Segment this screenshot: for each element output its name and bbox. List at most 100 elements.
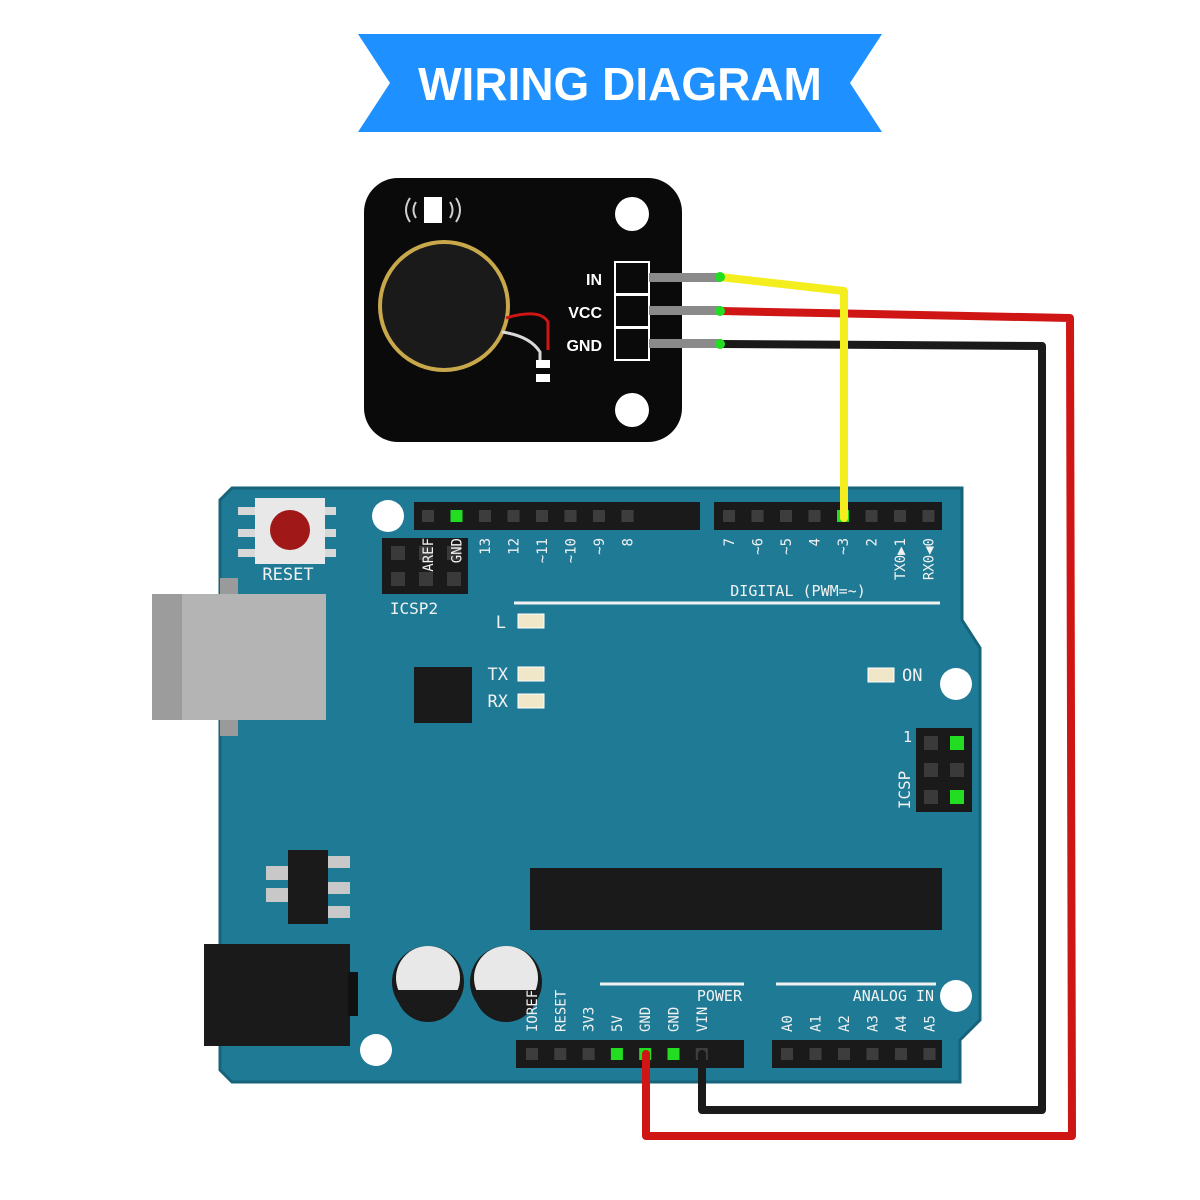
- mounting-hole: [360, 1034, 392, 1066]
- header-pin: [866, 1048, 879, 1060]
- analog-label: ANALOG IN: [853, 987, 934, 1005]
- voltage-regulator: [266, 850, 350, 924]
- banner-title: WIRING DIAGRAM: [418, 58, 822, 110]
- pin-label: 4: [808, 538, 824, 546]
- icsp-header: [916, 728, 972, 812]
- pin-label: ~5: [779, 538, 795, 555]
- digital-label: DIGITAL (PWM=~): [730, 582, 865, 600]
- analog-header: [772, 1040, 942, 1068]
- header-pin: [610, 1048, 623, 1060]
- header-pin: [507, 510, 520, 522]
- header-pin: [809, 1048, 822, 1060]
- pin-label: A5: [923, 1015, 939, 1032]
- header-pin: [723, 510, 735, 522]
- pin-label: ~11: [535, 538, 551, 563]
- header-pin: [922, 510, 935, 522]
- led-tx-label: TX: [488, 665, 509, 685]
- usb-chip: [414, 667, 472, 723]
- digital-header-right: [714, 502, 942, 530]
- mounting-hole: [615, 393, 649, 427]
- capacitor: [392, 946, 464, 1022]
- led-l-label: L: [496, 613, 506, 633]
- header-pin: [894, 510, 906, 522]
- icsp2-header: [382, 538, 468, 594]
- pin-label: TX0▶1: [893, 538, 909, 580]
- header-pin: [564, 510, 577, 522]
- icsp-pin1-label: 1: [903, 728, 912, 746]
- pin-label: VIN: [695, 1007, 711, 1032]
- led-tx: [517, 666, 545, 682]
- pin-label: ~9: [592, 538, 608, 555]
- pin-label: IOREF: [525, 990, 541, 1032]
- header-pin: [450, 510, 463, 522]
- dc-power-jack: [204, 944, 358, 1046]
- power-label: POWER: [697, 987, 743, 1005]
- led-rx: [517, 693, 545, 709]
- digital-right-pin-labels: 7 ~6 ~5 4 ~3 2 TX0▶1 RX0◀0: [722, 538, 938, 580]
- header-pin: [526, 1048, 538, 1060]
- pin-label: 2: [865, 538, 881, 546]
- header-pin: [621, 510, 634, 522]
- pin-label: AREF: [421, 538, 437, 572]
- pin-label: GND: [638, 1007, 654, 1032]
- digital-header-left: [414, 502, 700, 530]
- wire-vcc-red: [642, 307, 1076, 1140]
- capacitor: [470, 946, 542, 1022]
- wire-end: [715, 339, 725, 349]
- motor-coin: [378, 240, 550, 382]
- pin-label: RX0◀0: [922, 538, 938, 580]
- pin-label: 3V3: [582, 1007, 598, 1032]
- pin-label: 7: [722, 538, 738, 546]
- usb-connector: [152, 578, 326, 736]
- header-pin: [554, 1048, 567, 1060]
- header-pin: [895, 1048, 907, 1060]
- pin-label: RESET: [553, 989, 569, 1032]
- header-pin: [479, 510, 491, 522]
- module-pin-in: IN: [586, 272, 602, 289]
- mounting-hole: [940, 668, 972, 700]
- microcontroller-chip: [530, 868, 942, 930]
- header-pin: [422, 510, 434, 522]
- header-pin: [781, 1048, 793, 1060]
- pin-label: 8: [621, 538, 637, 546]
- pin-label: A2: [837, 1015, 853, 1032]
- wire-in-yellow: [716, 273, 848, 522]
- vibration-icon: [405, 197, 461, 223]
- icsp-label: ICSP: [895, 771, 914, 810]
- header-pin: [582, 1048, 595, 1060]
- header-pin: [838, 1048, 850, 1060]
- mounting-hole: [940, 980, 972, 1012]
- led-rx-label: RX: [488, 692, 509, 712]
- header-pin: [667, 1048, 680, 1060]
- mounting-hole: [372, 500, 404, 532]
- power-pin-labels: IOREF RESET 3V3 5V GND GND VIN: [525, 989, 711, 1032]
- header-pin: [751, 510, 764, 522]
- wires: [642, 272, 1076, 1140]
- header-pin: [536, 510, 548, 522]
- pin-label: ~3: [836, 538, 852, 555]
- pin-label: ~6: [751, 538, 767, 555]
- module-pin-header: [614, 261, 721, 361]
- pin-label: 12: [507, 538, 523, 555]
- pin-label: GND: [667, 1007, 683, 1032]
- power-header: [516, 1040, 744, 1068]
- wire-end: [715, 272, 725, 282]
- pin-label: A0: [780, 1015, 796, 1032]
- wire-gnd-black: [698, 340, 1046, 1114]
- reset-button[interactable]: [238, 498, 336, 564]
- pin-label: A4: [894, 1015, 910, 1032]
- header-pin: [865, 510, 878, 522]
- wire-end: [715, 306, 725, 316]
- mounting-hole: [615, 197, 649, 231]
- pin-label: ~10: [564, 538, 580, 563]
- header-pin: [780, 510, 792, 522]
- pin-label: 5V: [610, 1015, 626, 1032]
- header-pin: [923, 1048, 936, 1060]
- reset-label: RESET: [262, 565, 313, 585]
- header-pin: [808, 510, 821, 522]
- vibration-motor-module: IN VCC GND: [364, 178, 721, 442]
